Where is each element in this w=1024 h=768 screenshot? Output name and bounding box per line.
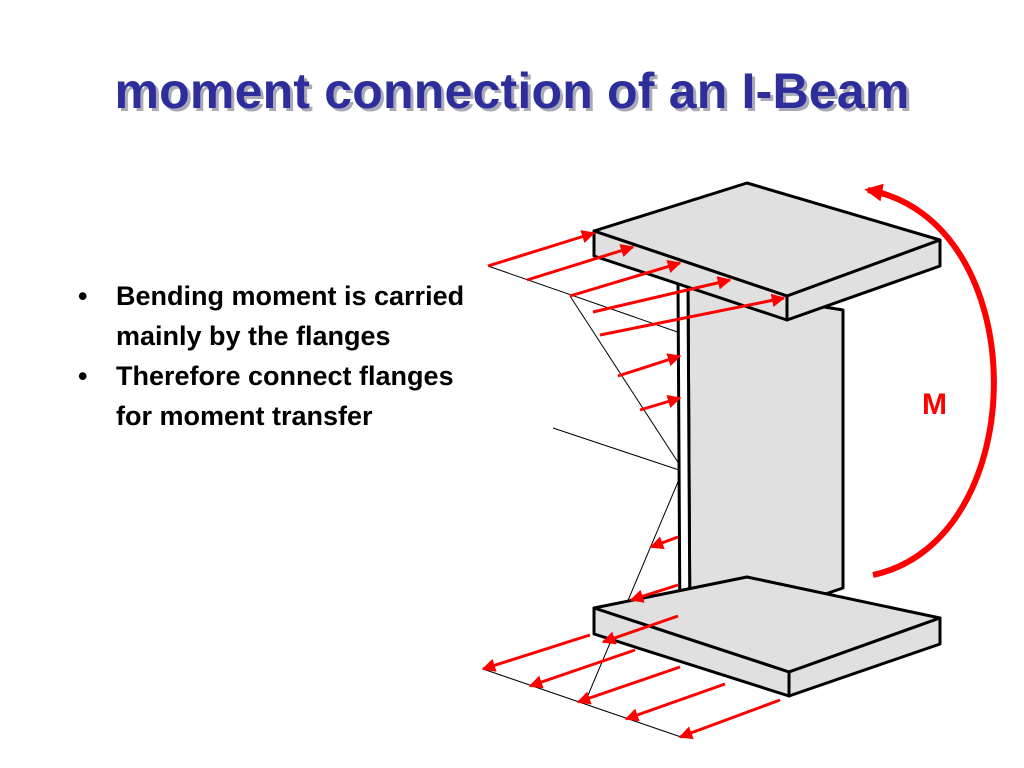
stress-arrow — [678, 698, 781, 740]
stress-arrow — [649, 535, 679, 550]
moment-arrow — [864, 183, 997, 578]
i-beam — [592, 181, 942, 698]
stress-arrow — [569, 260, 682, 298]
bottom-flange-side — [787, 616, 942, 698]
stress-arrow — [526, 244, 635, 282]
stress-arrow — [528, 648, 636, 689]
stress-arrow — [576, 665, 681, 705]
stress-arrow — [639, 395, 682, 412]
top-flange-side — [785, 238, 942, 322]
bullet-list: Bending moment is carried mainly by the … — [78, 276, 473, 436]
stress-arrow — [629, 583, 679, 603]
stress-arrow — [592, 276, 732, 314]
bullet-item: Bending moment is carried mainly by the … — [78, 276, 473, 356]
stress-arrow — [624, 682, 726, 722]
stress-arrow — [487, 230, 596, 268]
stress-arrows — [481, 230, 786, 740]
beam-web-edge — [676, 280, 692, 642]
moment-label: M — [922, 388, 947, 421]
stress-arrow — [617, 353, 682, 378]
bullet-item: Therefore connect flanges for moment tra… — [78, 356, 473, 436]
slide-title: moment connection of an I-Beam — [114, 63, 910, 119]
stress-arrow — [601, 614, 679, 645]
stress-arrow — [599, 293, 786, 337]
stress-arrow — [481, 633, 591, 672]
